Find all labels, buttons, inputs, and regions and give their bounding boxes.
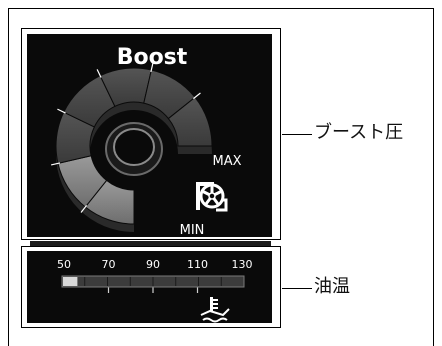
oil-callout-line [282, 288, 312, 289]
gauge-tick [80, 205, 88, 213]
gauge-tick [96, 69, 102, 78]
boost-callout-label: ブースト圧 [314, 122, 404, 143]
max-label: MAX [212, 154, 241, 169]
oil-scale-label: 70 [102, 258, 116, 271]
boost-callout-line [282, 134, 312, 135]
oil-scale-label: 130 [232, 258, 253, 271]
figure-frame [8, 8, 434, 346]
oil-scale-label: 50 [57, 258, 71, 271]
oil-scale-label: 110 [187, 258, 208, 271]
gauge-tick [50, 162, 61, 166]
oil-temperature-icon [200, 297, 230, 323]
oil-callout-label: 油温 [314, 276, 350, 297]
gauge-tick [193, 92, 201, 100]
oil-bar-border [61, 275, 245, 288]
oil-bar-fill [63, 277, 78, 286]
gauge-tick [57, 108, 66, 114]
boost-title: Boost [117, 45, 188, 70]
gauge-tick [150, 62, 154, 73]
oil-scale-label: 90 [146, 258, 160, 271]
panel-separator [30, 241, 271, 246]
oil-gauge: 50 70 90 110 130 [57, 258, 253, 323]
gauge-hub-inner [113, 128, 155, 166]
boost-panel: Boost MAX MIN [27, 34, 272, 238]
boost-gauge: Boost MAX MIN [50, 45, 242, 238]
oil-panel: 50 70 90 110 130 [27, 251, 272, 323]
gauge-segment [167, 96, 213, 147]
min-label: MIN [180, 223, 205, 237]
turbo-icon [196, 182, 228, 212]
